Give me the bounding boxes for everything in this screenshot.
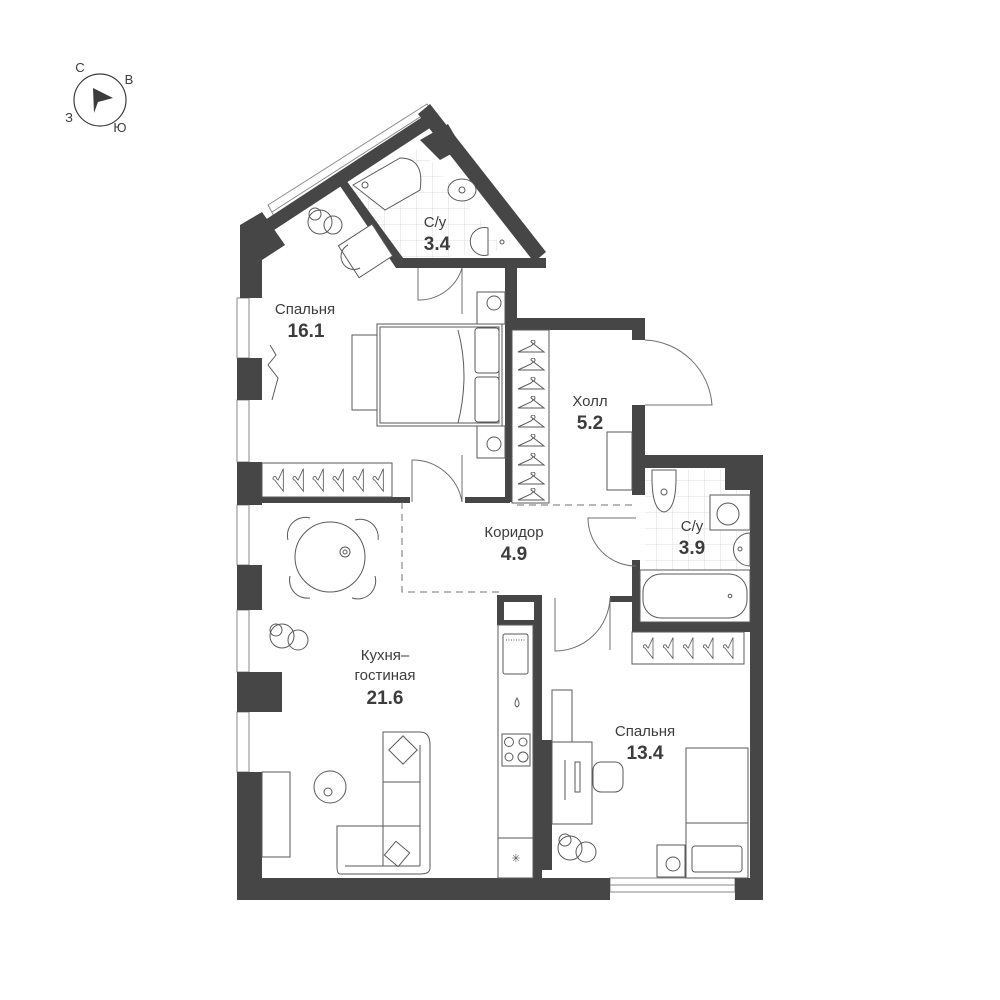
bench-icon bbox=[351, 334, 378, 411]
radiator-icon bbox=[267, 344, 279, 401]
bathroom-1-fixtures bbox=[352, 157, 505, 256]
shower-tray-icon bbox=[352, 157, 422, 211]
kitchen-shaft-inner bbox=[504, 602, 534, 620]
room-name-line1: Кухня– bbox=[361, 647, 410, 664]
room-area: 4.9 bbox=[501, 544, 527, 565]
bedroom-2-furniture bbox=[551, 631, 749, 879]
compass: С В Ю З bbox=[65, 60, 133, 135]
room-area: 3.4 bbox=[424, 234, 451, 255]
room-name: Холл bbox=[572, 393, 607, 410]
doors bbox=[411, 267, 713, 652]
plant-icon bbox=[557, 833, 597, 863]
room-area: 21.6 bbox=[367, 688, 404, 709]
pillow-icon bbox=[474, 376, 500, 423]
cushion-icon bbox=[383, 840, 411, 868]
room-bathroom-1[interactable]: С/у 3.4 bbox=[424, 214, 451, 255]
room-area: 5.2 bbox=[577, 413, 603, 434]
single-bed-icon bbox=[685, 747, 749, 879]
cooktop-icon bbox=[501, 733, 531, 767]
room-name: Спальня bbox=[275, 301, 335, 318]
walls bbox=[237, 104, 763, 900]
tv-stand-icon bbox=[261, 771, 291, 858]
room-name: Коридор bbox=[484, 524, 543, 541]
windows bbox=[236, 103, 736, 893]
kitchen-sink-icon bbox=[502, 633, 529, 675]
room-bedroom-1[interactable]: Спальня 16.1 bbox=[275, 301, 335, 342]
kitchen-living-furniture: ✳ bbox=[261, 516, 534, 879]
cushion-icon bbox=[388, 735, 418, 765]
compass-south: Ю bbox=[113, 120, 126, 135]
room-name: С/у bbox=[681, 518, 704, 535]
desk-icon bbox=[551, 741, 593, 825]
door-bathroom-1[interactable] bbox=[417, 267, 463, 301]
room-name: Спальня bbox=[615, 723, 675, 740]
stool-icon bbox=[340, 244, 361, 270]
room-area: 16.1 bbox=[288, 321, 325, 342]
toilet-icon bbox=[651, 469, 677, 513]
pillow-icon bbox=[474, 327, 500, 374]
room-kitchen-living[interactable]: Кухня– гостиная bbox=[355, 647, 416, 684]
compass-west: З bbox=[65, 110, 73, 125]
room-area: 13.4 bbox=[627, 743, 664, 764]
plant-icon bbox=[269, 623, 309, 651]
corner-sofa-icon bbox=[336, 731, 431, 875]
shoe-cabinet-icon bbox=[606, 431, 633, 491]
compass-east: В bbox=[125, 72, 134, 87]
wardrobe-hall bbox=[511, 329, 550, 504]
door-entrance[interactable] bbox=[644, 339, 713, 406]
desk-chair-icon bbox=[592, 761, 624, 793]
room-name: С/у bbox=[424, 214, 447, 231]
shelf-icon bbox=[551, 689, 573, 743]
coffee-table-icon bbox=[313, 770, 347, 804]
room-corridor[interactable]: Коридор 4.9 bbox=[484, 524, 543, 565]
kitchen-counter bbox=[497, 624, 534, 879]
sink-icon bbox=[469, 227, 489, 256]
corridor-boundary bbox=[401, 502, 500, 593]
bathtub-icon bbox=[639, 569, 751, 623]
compass-north: С bbox=[75, 60, 84, 75]
toilet-icon bbox=[447, 178, 477, 202]
door-bedroom-2[interactable] bbox=[554, 597, 611, 652]
room-bathroom-2[interactable]: С/у 3.9 bbox=[679, 518, 705, 559]
room-area: 3.9 bbox=[679, 538, 705, 559]
plant-icon bbox=[307, 207, 343, 235]
pillow-icon bbox=[691, 845, 743, 873]
hall-furniture bbox=[511, 329, 633, 504]
double-bed-icon bbox=[376, 323, 503, 427]
dining-table-icon bbox=[286, 516, 379, 600]
room-hall[interactable]: Холл 5.2 bbox=[572, 393, 607, 434]
door-bathroom-2[interactable] bbox=[587, 517, 637, 567]
nightstand-icon bbox=[656, 844, 686, 878]
vanity-icon bbox=[337, 223, 394, 279]
water-drop-icon bbox=[514, 696, 520, 708]
room-name-line2: гостиная bbox=[355, 667, 416, 684]
room-bedroom-2[interactable]: Спальня 13.4 bbox=[615, 723, 675, 764]
nightstand-icon bbox=[476, 291, 506, 325]
room-kitchen-living-area: 21.6 bbox=[367, 688, 404, 709]
bedroom-1-furniture bbox=[261, 207, 506, 498]
wardrobe-bedroom-1 bbox=[261, 462, 393, 498]
fridge-icon: ✳ bbox=[511, 853, 520, 865]
bathroom-2-fixtures bbox=[639, 469, 751, 623]
compass-arrow-icon bbox=[93, 88, 113, 113]
compass-ring bbox=[73, 73, 127, 127]
door-bedroom-1[interactable] bbox=[411, 459, 463, 503]
